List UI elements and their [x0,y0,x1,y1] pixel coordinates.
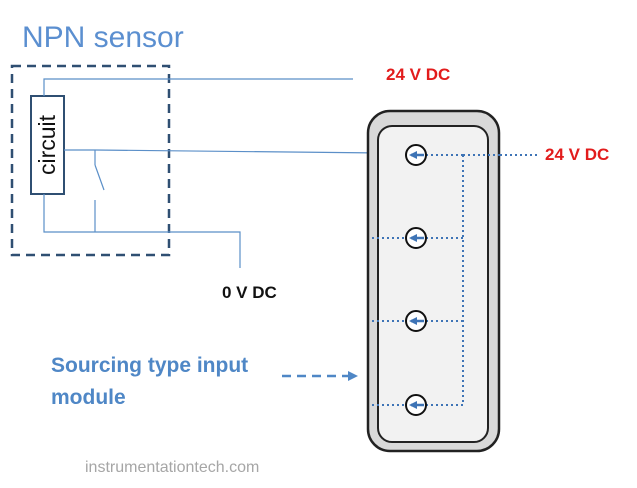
circuit-label: circuit [34,114,60,175]
sensor-enclosure [10,64,171,257]
ground-label: 0 V DC [222,283,277,302]
module-label-line1: Sourcing type input [51,354,248,377]
module-dotted-wiring [462,154,540,405]
sensor-wiring [43,78,383,268]
module-inner-panel [377,125,489,443]
input-module [366,109,501,453]
diagram-title: NPN sensor [22,21,184,54]
terminal-group [372,144,463,416]
supply-right-label: 24 V DC [545,145,609,164]
circuit-box [30,95,65,195]
watermark-text: instrumentationtech.com [85,459,259,476]
supply-top-label: 24 V DC [386,65,450,84]
module-label-line2: module [51,386,126,409]
